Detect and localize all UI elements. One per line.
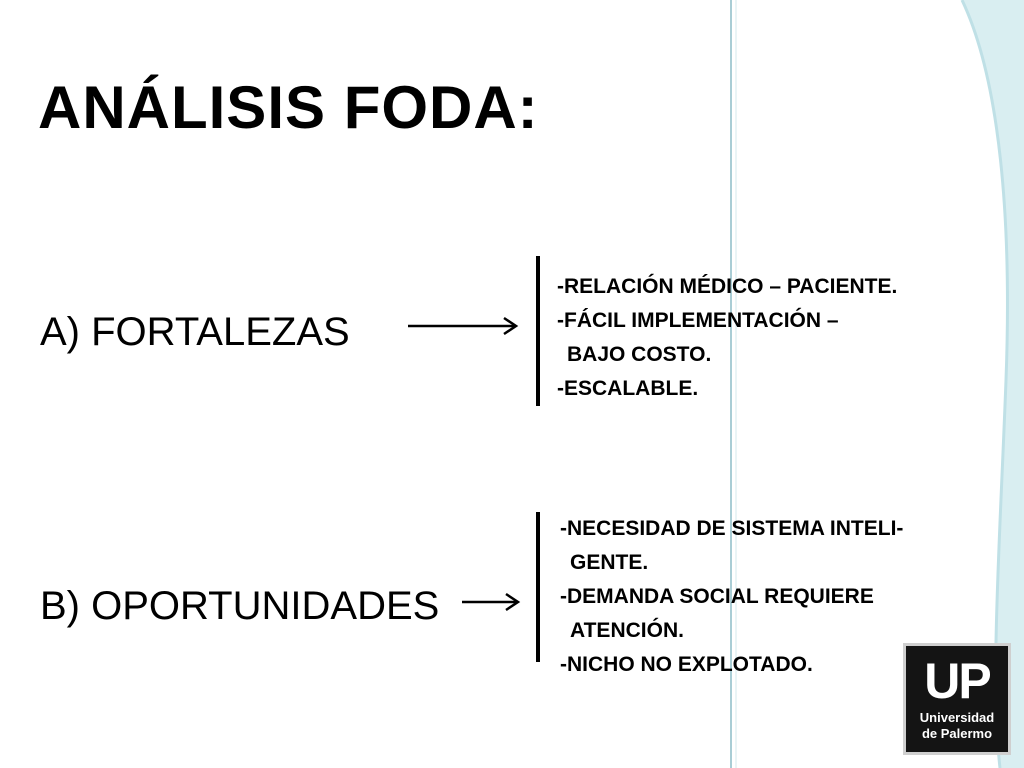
oportunidades-list: -NECESIDAD DE SISTEMA INTELI- GENTE. -DE… <box>560 512 903 682</box>
list-item: -RELACIÓN MÉDICO – PACIENTE. <box>557 275 898 298</box>
slide-title: ANÁLISIS FODA: <box>38 74 539 141</box>
bracket-line <box>536 512 540 662</box>
list-item: BAJO COSTO. <box>567 343 712 366</box>
section-label-fortalezas: A) FORTALEZAS <box>40 310 350 354</box>
list-item: -NECESIDAD DE SISTEMA INTELI- <box>560 517 904 540</box>
logo-line-2: de Palermo <box>921 726 993 741</box>
logo-mark: UP <box>924 653 991 709</box>
list-item: -FÁCIL IMPLEMENTACIÓN – <box>557 309 839 332</box>
section-label-oportunidades: B) OPORTUNIDADES <box>40 584 440 628</box>
bracket-line <box>536 256 540 406</box>
arrow-right-icon <box>462 592 521 612</box>
list-item: GENTE. <box>570 551 649 574</box>
list-item: -NICHO NO EXPLOTADO. <box>560 653 813 676</box>
list-item: -ESCALABLE. <box>557 377 699 400</box>
list-item: -DEMANDA SOCIAL REQUIERE <box>560 585 874 608</box>
list-item: ATENCIÓN. <box>570 619 684 642</box>
arrow-right-icon <box>408 316 519 336</box>
logo-line-1: Universidad <box>919 710 995 725</box>
decor-curve-band <box>962 0 1024 768</box>
university-logo: UP Universidad de Palermo <box>903 643 1011 755</box>
fortalezas-list: -RELACIÓN MÉDICO – PACIENTE. -FÁCIL IMPL… <box>557 270 897 406</box>
